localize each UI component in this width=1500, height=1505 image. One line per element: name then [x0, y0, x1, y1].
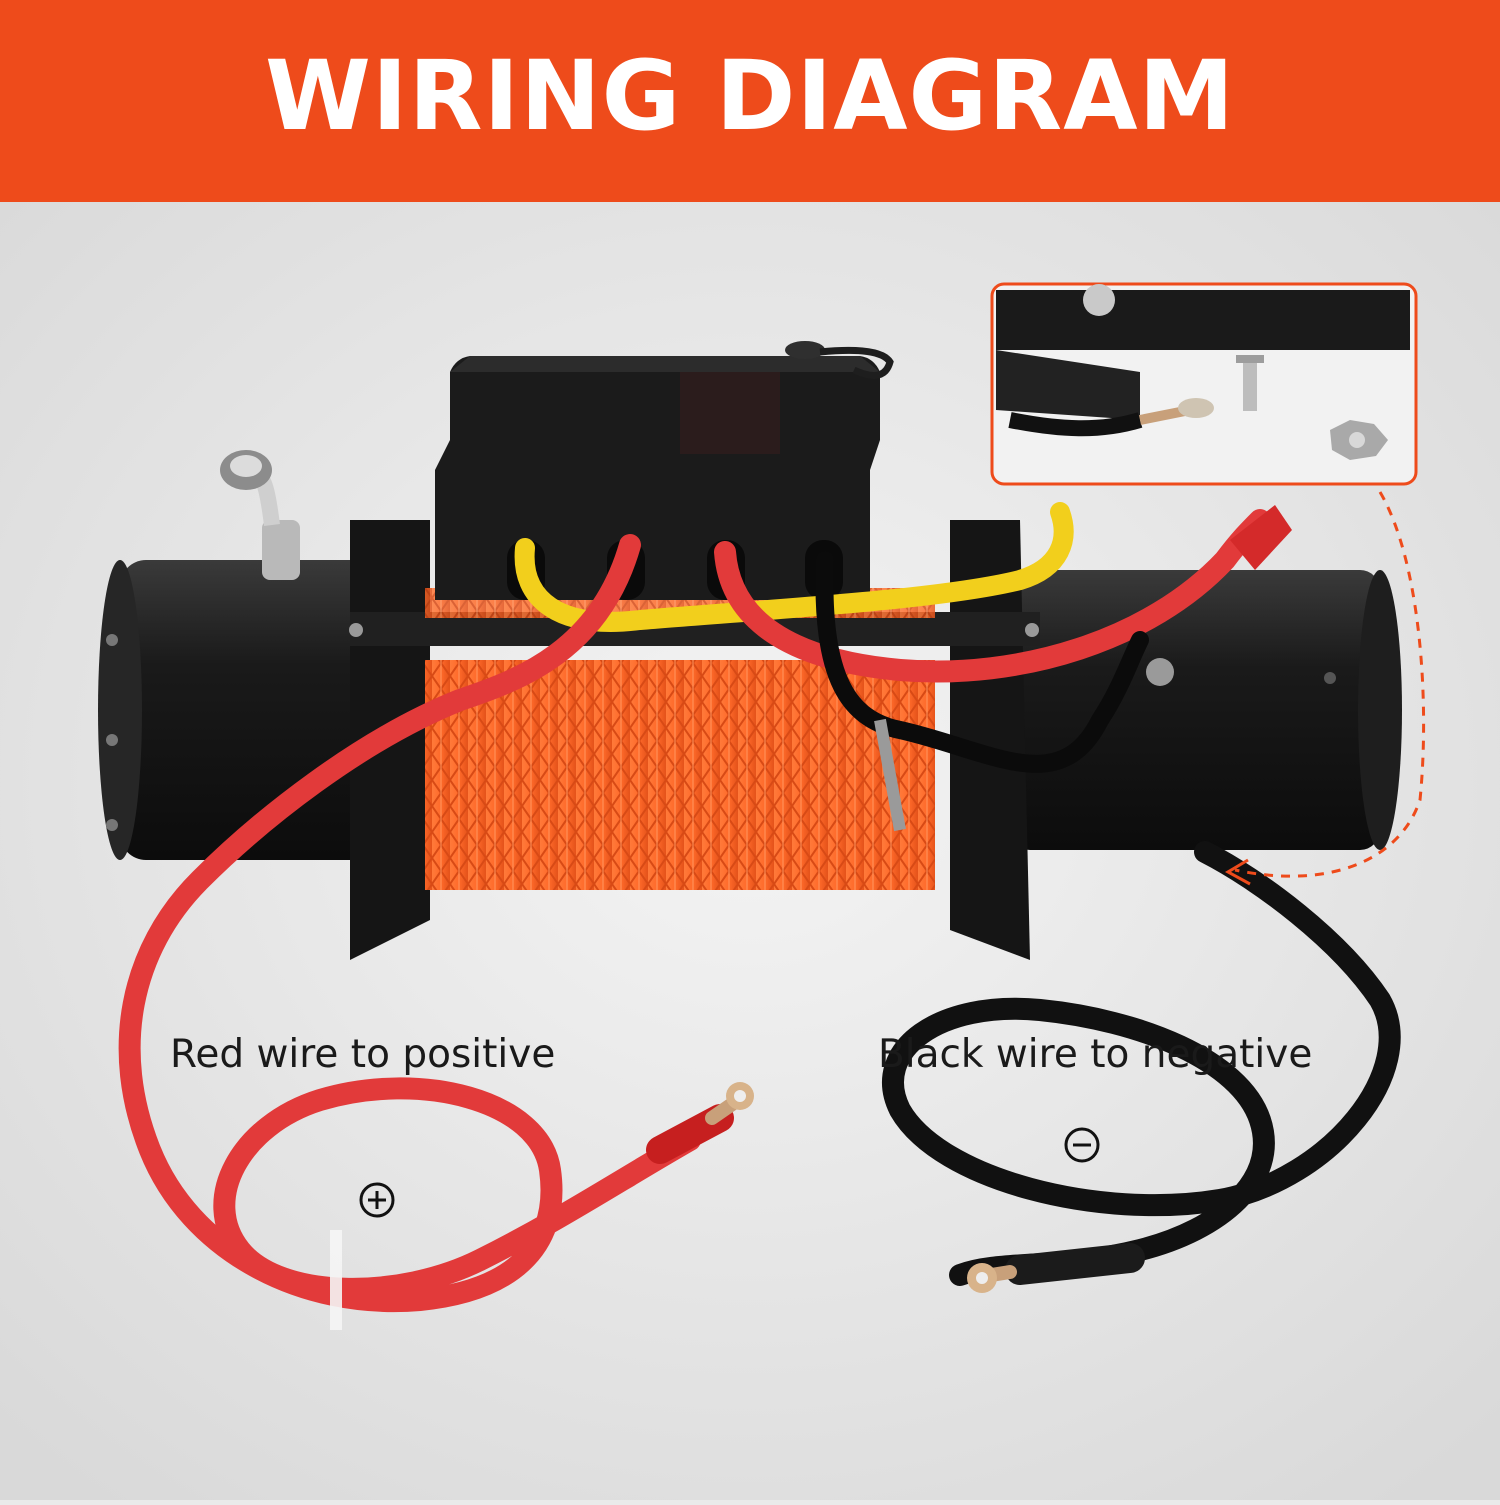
- winch-illustration: [0, 202, 1500, 1500]
- product-scene: [0, 202, 1500, 1500]
- motor-housing: [1010, 570, 1402, 850]
- red-positive-cable: [118, 534, 701, 1313]
- header-banner: WIRING DIAGRAM: [0, 0, 1500, 202]
- positive-caption: Red wire to positive: [170, 1032, 556, 1077]
- positive-ring-terminal: [705, 1082, 754, 1125]
- leader-arrowhead: [1224, 858, 1251, 886]
- terminal-boot: [1230, 505, 1292, 570]
- yellow-cable: [514, 502, 1074, 632]
- black-link-cable: [815, 551, 1149, 773]
- black-heat-shrink: [1005, 1243, 1145, 1285]
- page-title: WIRING DIAGRAM: [264, 40, 1236, 152]
- ground-detail-inset: [990, 282, 1418, 486]
- clutch-lever: [220, 450, 300, 580]
- minus-circle-icon: [1064, 1127, 1100, 1163]
- negative-ring-terminal: [967, 1263, 1017, 1293]
- negative-caption: Black wire to negative: [878, 1032, 1313, 1077]
- rope-hook-bar: [874, 718, 906, 832]
- red-link-cable: [714, 509, 1271, 683]
- inset-leader-line: [1234, 491, 1426, 878]
- terminal-bolt: [1146, 658, 1174, 686]
- gearbox-housing: [98, 560, 390, 860]
- plus-circle-icon: [359, 1182, 395, 1218]
- black-negative-cable: [882, 841, 1401, 1286]
- cable-tie: [330, 1230, 342, 1330]
